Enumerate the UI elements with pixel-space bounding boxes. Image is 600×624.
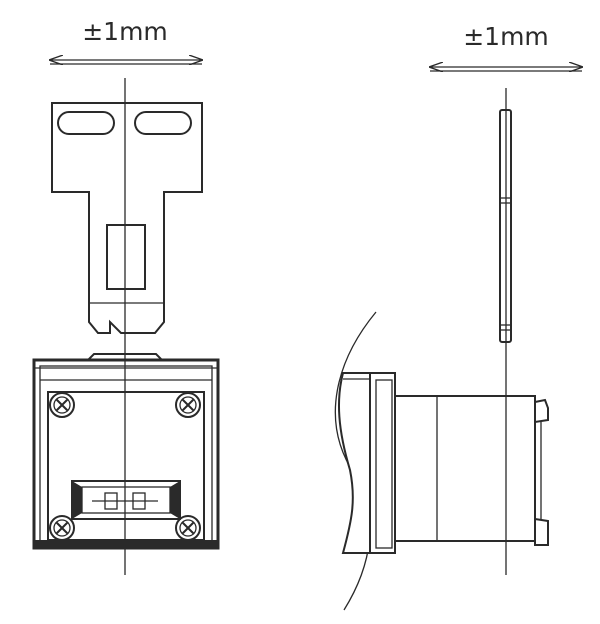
key-window (106, 224, 146, 290)
left-tolerance-label: ±1mm (82, 17, 168, 46)
mounting-slot-right (134, 111, 192, 135)
front-view: ±1mm (32, 17, 220, 575)
right-tolerance-label: ±1mm (463, 22, 549, 51)
screw-icon (175, 392, 201, 418)
switch-head-side (337, 372, 549, 554)
screw-icon (49, 392, 75, 418)
right-tolerance-arrow (430, 67, 582, 71)
switch-head-front (32, 353, 220, 550)
side-view: ±1mm (334, 22, 582, 611)
key-entry-slot (71, 480, 181, 520)
key-actuator (51, 102, 203, 334)
screw-icon (49, 515, 75, 541)
mounting-slot-left (57, 111, 115, 135)
left-tolerance-arrow (50, 60, 202, 64)
screw-icon (175, 515, 201, 541)
